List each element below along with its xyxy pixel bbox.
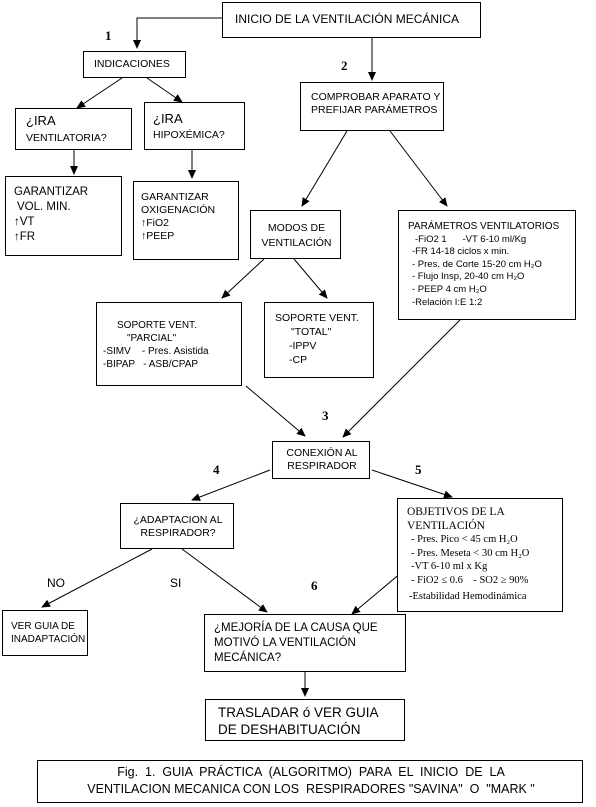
adaptacion-line1: ¿ADAPTACION AL — [133, 514, 223, 526]
node-modos-ventilacion: MODOS DE VENTILACIÓN — [250, 210, 341, 259]
step-number-1: 1 — [105, 28, 112, 43]
arrow-parcial-conexion — [245, 385, 306, 437]
step-number-4: 4 — [213, 462, 220, 477]
node-mejoria-causa: ¿MEJORÍA DE LA CAUSA QUE MOTIVÓ LA VENTI… — [204, 614, 406, 672]
objetivos-line5: -VT 6-10 ml x Kg — [411, 561, 488, 572]
node-ira-ventilatoria-line1: ¿IRA — [26, 113, 56, 128]
garantizar-vol-line1: GARANTIZAR — [14, 186, 89, 198]
node-indicaciones: INDICACIONES — [83, 51, 186, 78]
garantizar-vol-line4: ↑FR — [14, 231, 36, 243]
conexion-line2: RESPIRADOR — [287, 460, 357, 472]
node-garantizar-vol-min: GARANTIZAR VOL. MIN. ↑VT ↑FR — [5, 176, 122, 256]
branch-label-si: SI — [170, 576, 182, 590]
caption-line2: VENTILACION MECANICA CON LOS RESPIRADORE… — [87, 782, 535, 796]
mejoria-line2: MOTIVÓ LA VENTILACIÓN — [214, 637, 356, 649]
node-ira-ventilatoria: ¿IRA VENTILATORIA? — [15, 108, 132, 150]
comprobar-line1: COMPROBAR APARATO Y — [311, 91, 441, 103]
parametros-line4: - Flujo Insp, 20-40 cm H₂O — [412, 271, 525, 283]
parametros-line2: -FR 14-18 ciclos x min. — [412, 246, 510, 258]
node-conexion-respirador: CONEXIÓN AL RESPIRADOR — [272, 441, 370, 479]
parametros-title: PARÁMETROS VENTILATORIOS — [408, 221, 560, 232]
garantizar-oxi-line4: ↑PEEP — [141, 230, 175, 242]
node-indicaciones-text: INDICACIONES — [94, 58, 170, 70]
arrow-comprobar-modos — [301, 130, 348, 207]
step-number-2: 2 — [341, 58, 348, 73]
adaptacion-line2: RESPIRADOR? — [140, 527, 216, 539]
modos-line2: VENTILACIÓN — [261, 237, 332, 249]
total-line3: -IPPV — [289, 340, 317, 352]
parametros-line5: - PEEP 4 cm H₂O — [412, 283, 487, 295]
garantizar-vol-line3: ↑VT — [14, 216, 35, 228]
node-garantizar-oxigenacion: GARANTIZAR OXIGENACIÓN ↑FiO2 ↑PEEP — [133, 181, 239, 260]
mejoria-line3: MECÁNICA? — [214, 652, 282, 664]
arrow-comprobar-parametros — [389, 130, 448, 207]
mejoria-line1: ¿MEJORÍA DE LA CAUSA QUE — [214, 622, 378, 634]
ver-guia-line1: VER GUIA DE — [11, 621, 75, 632]
objetivos-line1: OBJETIVOS DE LA — [407, 506, 505, 518]
node-trasladar: TRASLADAR ó VER GUIA DE DESHABITUACIÓN — [205, 699, 405, 741]
parametros-line3: - Pres. de Corte 15-20 cm H₂O — [412, 258, 542, 270]
trasladar-line2: DE DESHABITUACIÓN — [218, 722, 361, 737]
arrow-adaptacion-verguia — [41, 548, 153, 608]
objetivos-line4: - Pres. Meseta < 30 cm H₂O — [411, 547, 530, 559]
node-inicio: INICIO DE LA VENTILACIÓN MECÁNICA — [222, 2, 481, 38]
node-soporte-parcial: SOPORTE VENT. "PARCIAL" -SIMV - Pres. As… — [96, 302, 242, 386]
arrow-indicaciones-ira-vent — [76, 77, 123, 109]
garantizar-oxi-line1: GARANTIZAR — [141, 191, 209, 203]
modos-line1: MODOS DE — [267, 222, 326, 234]
comprobar-line2: PREFIJAR PARÁMETROS — [311, 104, 438, 116]
node-ira-hipoxemica-line1: ¿IRA — [153, 111, 183, 126]
node-ira-hipoxemica-line2: HIPOXÉMICA? — [153, 129, 225, 141]
node-ira-hipoxemica: ¿IRA HIPOXÉMICA? — [144, 102, 245, 150]
garantizar-vol-line2: VOL. MIN. — [17, 201, 71, 213]
step-number-6: 6 — [311, 578, 318, 593]
parametros-line6: -Relación I:E 1:2 — [412, 296, 483, 308]
parcial-line3: -SIMV - Pres. Asistida — [103, 346, 209, 357]
objetivos-line7: -Estabilidad Hemodinámica — [409, 591, 527, 602]
branch-label-no: NO — [47, 576, 65, 590]
node-soporte-total: SOPORTE VENT. "TOTAL" -IPPV -CP — [264, 302, 374, 378]
ver-guia-line2: INADAPTACIÓN — [11, 634, 86, 645]
node-comprobar-aparato: COMPROBAR APARATO Y PREFIJAR PARÁMETROS — [300, 82, 444, 131]
parcial-line1: SOPORTE VENT. — [117, 320, 197, 331]
node-objetivos-ventilacion: OBJETIVOS DE LA VENTILACIÓN - Pres. Pico… — [397, 498, 563, 612]
arrow-inicio-indicaciones — [133, 17, 222, 49]
figure-caption: Fig. 1. GUIA PRÁCTICA (ALGORITMO) PARA E… — [37, 760, 583, 803]
arrow-conexion-objetivos — [371, 469, 453, 499]
parametros-line1: -FiO2 1 -VT 6-10 ml/Kg — [415, 233, 527, 245]
arrow-modos-parcial — [221, 258, 265, 299]
trasladar-line1: TRASLADAR ó VER GUIA — [218, 705, 379, 720]
node-inicio-text: INICIO DE LA VENTILACIÓN MECÁNICA — [235, 12, 460, 26]
parcial-line2: "PARCIAL" — [127, 333, 177, 344]
node-ver-guia-inadaptacion: VER GUIA DE INADAPTACIÓN — [2, 610, 88, 656]
garantizar-oxi-line3: ↑FiO2 — [141, 217, 170, 229]
arrow-conexion-adaptacion — [191, 469, 271, 501]
arrow-adaptacion-mejoria — [181, 548, 268, 613]
objetivos-line2: VENTILACIÓN — [407, 519, 485, 532]
node-parametros-ventilatorios: PARÁMETROS VENTILATORIOS -FiO2 1 -VT 6-1… — [398, 210, 576, 320]
caption-line1: Fig. 1. GUIA PRÁCTICA (ALGORITMO) PARA E… — [117, 765, 505, 779]
node-ira-ventilatoria-line2: VENTILATORIA? — [26, 132, 107, 144]
step-number-3: 3 — [322, 408, 329, 423]
node-adaptacion-respirador: ¿ADAPTACION AL RESPIRADOR? — [120, 503, 234, 549]
step-number-5: 5 — [415, 462, 422, 477]
objetivos-line3: - Pres. Pico < 45 cm H₂O — [411, 534, 518, 545]
garantizar-oxi-line2: OXIGENACIÓN — [141, 204, 216, 216]
parcial-line4: -BIPAP - ASB/CPAP — [103, 359, 199, 370]
total-line2: "TOTAL" — [291, 326, 332, 338]
arrow-modos-total — [293, 258, 328, 299]
arrow-indicaciones-ira-hipox — [146, 77, 183, 103]
total-line4: -CP — [289, 354, 308, 366]
conexion-line1: CONEXIÓN AL — [286, 447, 358, 459]
arrow-parametros-conexion — [342, 319, 461, 438]
total-line1: SOPORTE VENT. — [275, 312, 359, 324]
objetivos-line6: - FiO2 ≤ 0.6 - SO2 ≥ 90% — [411, 574, 529, 586]
